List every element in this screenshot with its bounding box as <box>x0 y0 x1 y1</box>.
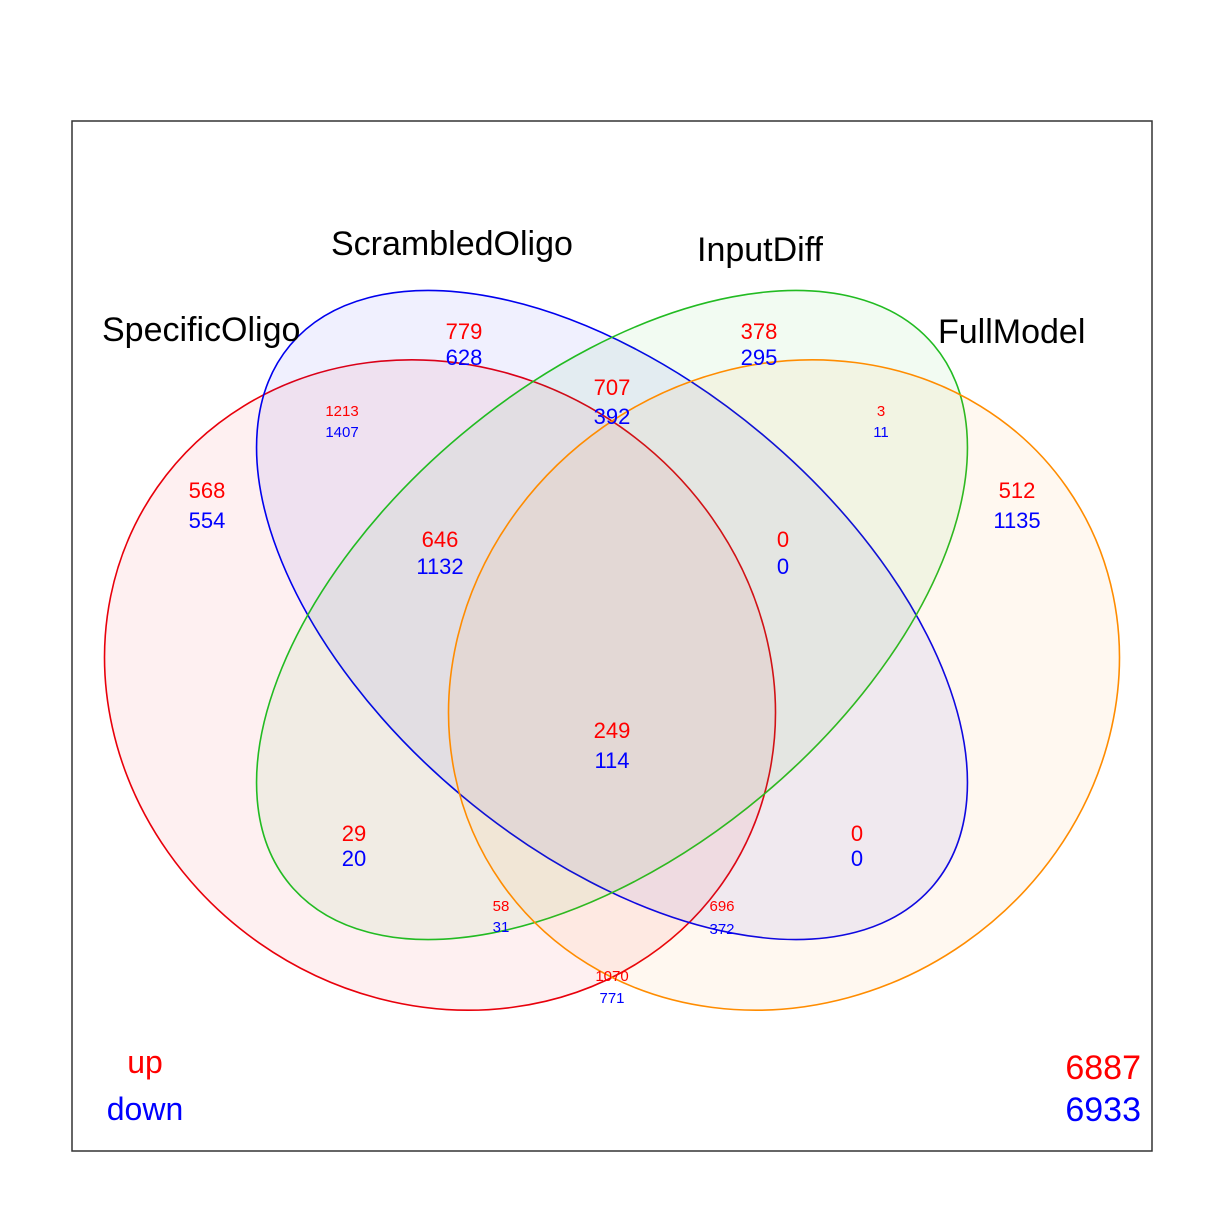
set-ellipses <box>103 289 1121 1011</box>
region-count-up: 378 <box>741 319 778 344</box>
region-count-down: 295 <box>741 345 778 370</box>
set-labels: SpecificOligo ScrambledOligo InputDiff F… <box>102 225 1085 351</box>
region-count-up: 707 <box>594 375 631 400</box>
region-count-up: 646 <box>422 527 459 552</box>
ellipse-input-diff <box>255 289 969 941</box>
region-count-down: 11 <box>873 424 889 441</box>
ellipse-scrambled-oligo <box>255 289 969 941</box>
region-count-down: 1132 <box>416 554 463 579</box>
set-label-full-model: FullModel <box>938 313 1085 351</box>
set-label-scrambled-oligo: ScrambledOligo <box>331 225 573 263</box>
region-count-down: 628 <box>446 345 483 370</box>
region-count-down: 554 <box>189 508 226 533</box>
region-count-up: 0 <box>777 527 789 552</box>
region-count-up: 3 <box>877 403 885 420</box>
region-count-up: 568 <box>189 478 226 503</box>
region-count-up: 0 <box>851 821 863 846</box>
region-count-down: 1407 <box>325 424 358 441</box>
region-count-up: 512 <box>999 478 1036 503</box>
region-count-down: 1135 <box>993 508 1040 533</box>
set-label-input-diff: InputDiff <box>697 231 824 269</box>
region-count-down: 771 <box>599 990 624 1007</box>
legend-up-label: up <box>127 1044 163 1080</box>
region-count-up: 1213 <box>325 403 358 420</box>
set-label-specific-oligo: SpecificOligo <box>102 311 300 349</box>
total-down: 6933 <box>1065 1091 1141 1129</box>
region-count-down: 392 <box>594 404 631 429</box>
region-count-up: 29 <box>342 821 366 846</box>
region-count-up: 696 <box>709 898 734 915</box>
total-up: 6887 <box>1065 1049 1141 1087</box>
region-count-up: 249 <box>594 718 631 743</box>
plot-frame <box>71 120 1153 1152</box>
region-count-down: 0 <box>777 554 789 579</box>
region-counts: 568 554 779 628 378 295 512 1135 1213 14… <box>189 319 1041 1007</box>
region-count-up: 779 <box>446 319 483 344</box>
region-count-up: 58 <box>493 898 510 915</box>
ellipse-full-model <box>447 359 1121 1011</box>
legend-down-label: down <box>107 1091 184 1127</box>
region-count-down: 0 <box>851 846 863 871</box>
totals: 6887 6933 <box>1065 1049 1141 1129</box>
region-count-down: 372 <box>709 921 734 938</box>
region-count-down: 114 <box>594 748 629 773</box>
region-count-down: 20 <box>342 846 366 871</box>
ellipse-specific-oligo <box>103 359 777 1011</box>
region-count-down: 31 <box>493 919 510 936</box>
legend: up down <box>107 1044 184 1127</box>
region-count-up: 1070 <box>595 968 628 985</box>
